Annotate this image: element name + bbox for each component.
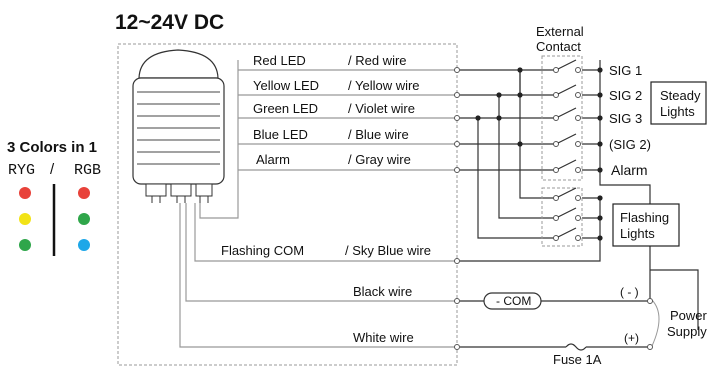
colors-heading: 3 Colors in 1 [7, 139, 97, 156]
red-wire-label: / Red wire [348, 53, 407, 68]
red-led-label: Red LED [253, 53, 306, 68]
power-bracket [651, 299, 660, 347]
alarm-label: Alarm [256, 152, 290, 167]
contact-switch [553, 84, 581, 98]
yellow-led-label: Yellow LED [253, 78, 319, 93]
flashing-contact-box [541, 187, 583, 247]
flashing-label: Flashing [620, 210, 669, 225]
blue-led-label: Blue LED [253, 127, 308, 142]
contact-switch [553, 187, 581, 201]
fuse-label: Fuse 1A [553, 352, 602, 367]
ryg-label: RYG [8, 162, 35, 179]
steady-contact-box [541, 55, 583, 181]
com-label: - COM [496, 294, 531, 308]
rgb-label: RGB [74, 162, 101, 179]
lamp-wire-bundle [179, 60, 456, 348]
green-led-label: Green LED [253, 101, 318, 116]
contact-switch [553, 159, 581, 173]
sig3-label: SIG 3 [609, 111, 642, 126]
flashing-com-label: Flashing COM [221, 243, 304, 258]
sig2-label: SIG 2 [609, 88, 642, 103]
sig1-label: SIG 1 [609, 63, 642, 78]
rgb-dot [78, 213, 90, 225]
violet-wire-label: / Violet wire [348, 101, 415, 116]
ryg-dot [19, 239, 31, 251]
plus-terminal [647, 344, 653, 350]
com-badge [483, 292, 542, 310]
rgb-dot [78, 187, 90, 199]
plus-label: (+) [624, 331, 639, 345]
flashing-lights-label: Lights [620, 226, 655, 241]
steady-lights-box [650, 81, 707, 125]
signal-lamp-icon [132, 49, 225, 203]
rgb-dot [78, 239, 90, 251]
alarm-signal-label: Alarm [611, 162, 648, 178]
contact-switch [553, 227, 581, 241]
power-label: Power [670, 308, 708, 323]
flashing-lights-box [612, 203, 680, 247]
black-wire-label: Black wire [353, 284, 412, 299]
ryg-dot [19, 187, 31, 199]
housing-terminals [454, 67, 460, 350]
junction-dots [475, 67, 603, 241]
slash-separator: / [50, 161, 55, 178]
led-color-dots [19, 187, 90, 251]
external-label: External [536, 24, 584, 39]
ryg-dot [19, 213, 31, 225]
contact-label: Contact [536, 39, 581, 54]
sky-blue-wire-label: / Sky Blue wire [345, 243, 431, 258]
supply-label: Supply [667, 324, 707, 339]
voltage-title: 12~24V DC [115, 11, 224, 34]
white-wire-label: White wire [353, 330, 414, 345]
blue-wire-label: / Blue wire [348, 127, 409, 142]
minus-terminal [647, 298, 653, 304]
contact-switch [553, 207, 581, 221]
contact-switch [553, 107, 581, 121]
lights-label: Lights [660, 104, 695, 119]
gray-wire-label: / Gray wire [348, 152, 411, 167]
wire-labels: Red LED / Red wire Yellow LED / Yellow w… [221, 53, 431, 345]
steady-label: Steady [660, 88, 701, 103]
contact-switches [553, 59, 581, 241]
contact-switch [553, 133, 581, 147]
sig2-alt-label: (SIG 2) [609, 137, 651, 152]
minus-label: ( - ) [620, 285, 639, 299]
yellow-wire-label: / Yellow wire [348, 78, 420, 93]
contact-switch [553, 59, 581, 73]
